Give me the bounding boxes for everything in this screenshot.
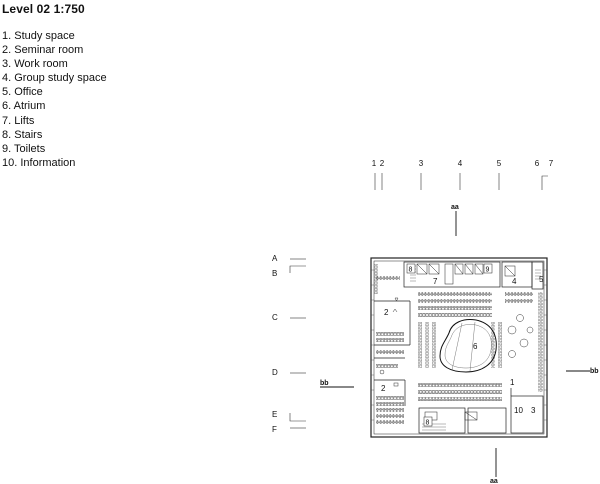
room-tag-study-space: 1 [510,378,515,387]
grid-column-label: 7 [549,159,554,168]
room-tags: 8 7 9 4 5 2 6 2 1 8 10 3 [381,263,544,427]
legend-item: 4. Group study space [2,72,107,85]
legend-item: 1. Study space [2,30,75,42]
grid-column-label: 6 [535,159,540,168]
section-marks: aa aa bb bb [320,204,599,484]
legend-item: 10. Information [2,156,76,169]
room-tag-information: 10 [514,406,523,415]
section-mark-label: bb [590,368,599,375]
room-tag-stairs: 8 [409,267,413,274]
room-tag-lifts: 7 [433,277,438,286]
room-tag-office: 5 [539,275,544,284]
atrium-void [439,319,497,373]
room-tag-atrium: 6 [473,342,478,351]
legend-item: 2. Seminar room [2,44,84,57]
section-lines [320,211,590,477]
legend-item: 7. Lifts [2,114,35,127]
grid-row-label: B [272,269,277,278]
grid-row-label: C [272,313,278,322]
grid-column-label: 2 [380,159,385,168]
grid-row-label: E [272,410,277,419]
grid-column-label: 3 [419,159,424,168]
drawing-title: Level 02 1:750 [2,2,85,16]
legend-item: 9. Toilets [2,142,46,155]
interior-walls [374,261,544,434]
grid-row-markers: A B C D E F [272,254,278,434]
grid-column-markers: 1 2 3 4 5 6 7 [372,159,554,168]
group-tables [379,314,534,375]
grid-row-label: D [272,368,278,377]
room-tag-work-room: 3 [531,406,536,415]
legend: Level 02 1:750 1. Study space 2. Seminar… [2,2,107,170]
legend-list: 1. Study space 2. Seminar room 3. Work r… [2,29,107,170]
furniture-icons [392,297,399,387]
grid-row-label: A [272,254,278,263]
room-tag-seminar-south: 2 [381,384,386,393]
grid-column-label: 4 [458,159,463,168]
room-tag-seminar-north: 2 [384,308,389,317]
section-mark-label: aa [451,204,459,211]
legend-item: 6. Atrium [2,100,46,113]
legend-item: 8. Stairs [2,128,43,141]
desk-rows [374,264,543,424]
section-mark-label: bb [320,380,329,387]
building-outline [370,257,548,438]
legend-item: 5. Office [2,86,43,99]
grid-column-label: 1 [372,159,377,168]
grid-row-lines [289,258,306,429]
legend-item: 3. Work room [2,58,68,71]
grid-column-label: 5 [497,159,502,168]
room-tag-stairs-south: 8 [426,420,430,427]
section-mark-label: aa [490,478,498,484]
room-tag-group-study: 4 [512,277,517,286]
room-tag-toilets: 9 [486,267,490,274]
grid-row-label: F [272,425,277,434]
grid-column-lines [374,173,548,190]
